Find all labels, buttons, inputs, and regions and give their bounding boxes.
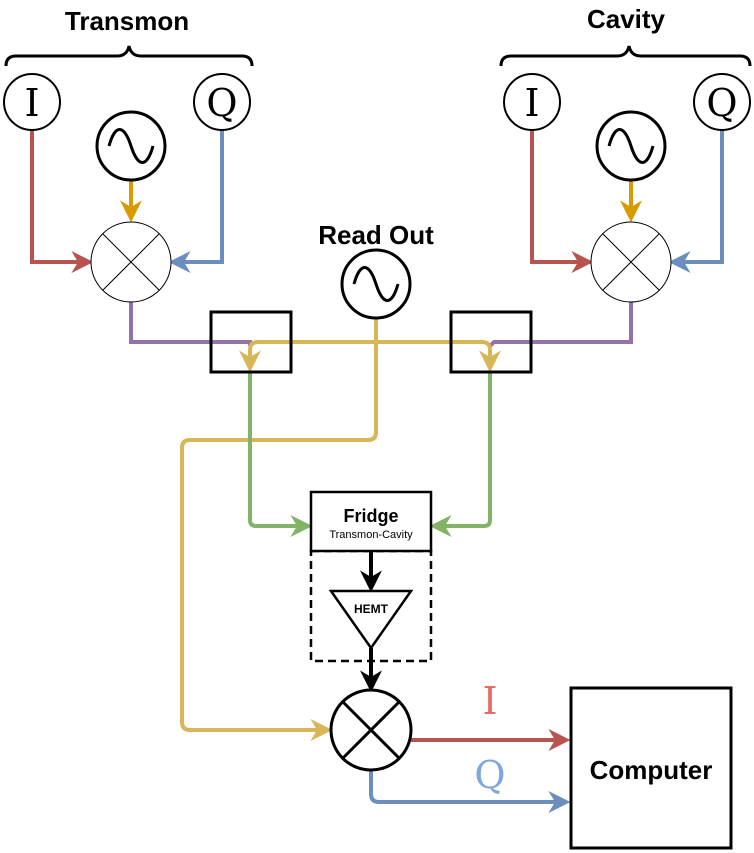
transmon-bracket xyxy=(4,45,254,67)
cavity-i-wire xyxy=(530,130,594,273)
transmon-coupler xyxy=(209,310,293,374)
cavity-mixer-icon xyxy=(590,221,672,303)
output-i-label: I xyxy=(482,679,497,723)
cavity-q-wire xyxy=(668,130,724,273)
transmon-label: Transmon xyxy=(65,6,189,36)
transmon-q-wire xyxy=(168,130,224,273)
transmon-mixer-icon xyxy=(90,221,172,303)
combined-wire-left xyxy=(248,372,313,537)
readout-wire-left xyxy=(239,316,378,373)
output-q-wire xyxy=(369,770,571,813)
cavity-mixer-out-wire xyxy=(488,302,633,348)
cavity-coupler xyxy=(449,310,533,374)
fridge-title: Fridge xyxy=(343,506,398,526)
read-out-label: Read Out xyxy=(318,220,434,250)
combined-wire-right xyxy=(429,372,492,537)
transmon-oscillator-icon xyxy=(95,110,167,182)
readout-wire-right xyxy=(376,340,501,373)
hemt-amplifier-icon xyxy=(328,589,414,651)
cavity-i-source xyxy=(503,73,561,131)
readout-wire-demod xyxy=(180,342,378,741)
hemt-label: HEMT xyxy=(354,602,389,616)
computer-box xyxy=(569,686,733,850)
fridge-subtitle: Transmon-Cavity xyxy=(329,529,413,541)
readout-oscillator-icon xyxy=(340,248,412,320)
cavity-oscillator-icon xyxy=(595,110,667,182)
output-q-label: Q xyxy=(474,753,505,797)
transmon-i-source xyxy=(3,73,61,131)
transmon-mixer-out-wire xyxy=(129,302,252,346)
transmon-q-text: Q xyxy=(206,81,237,125)
cavity-i-text: I xyxy=(524,81,539,125)
cavity-q-text: Q xyxy=(706,81,737,125)
computer-label: Computer xyxy=(590,755,713,785)
transmon-i-wire xyxy=(30,130,94,273)
cavity-label: Cavity xyxy=(587,4,666,34)
transmon-q-source xyxy=(193,73,251,131)
transmon-i-text: I xyxy=(24,81,39,125)
cavity-bracket xyxy=(499,45,752,67)
fridge-box xyxy=(309,490,433,553)
cavity-q-source xyxy=(693,73,751,131)
demod-mixer-icon xyxy=(329,688,413,772)
